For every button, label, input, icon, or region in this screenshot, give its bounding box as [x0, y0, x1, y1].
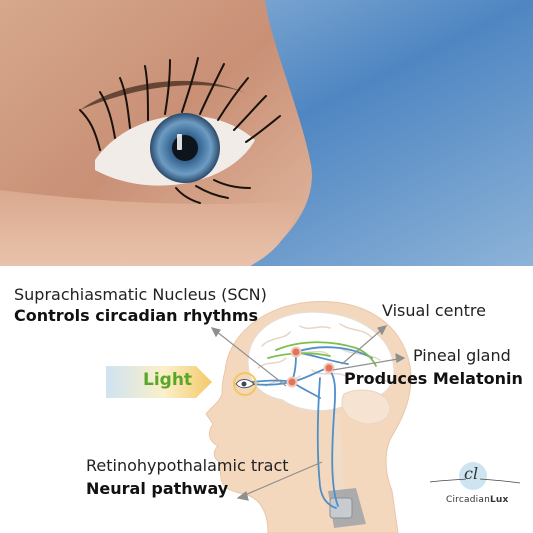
pineal-description: Produces Melatonin — [344, 369, 523, 388]
eyelashes — [79, 57, 281, 204]
pineal-node — [323, 362, 335, 374]
spinal-column — [328, 414, 366, 528]
eye-photo — [0, 0, 533, 266]
logo-circle — [459, 462, 487, 490]
circadianlux-logo — [429, 462, 521, 490]
tract-label: Retinohypothalamic tract — [86, 456, 289, 475]
logo-wordmark: CircadianLux — [446, 495, 509, 505]
light-label: Light — [143, 370, 193, 390]
visual-centre-label: Visual centre — [382, 301, 486, 320]
brand-part-1: Circadian — [446, 495, 490, 505]
scn-node — [290, 346, 302, 358]
eye-reflection — [177, 134, 182, 150]
eye-highlight-ring — [233, 372, 257, 396]
eyebrow-shadow — [80, 80, 250, 110]
scn-label: Suprachiasmatic Nucleus (SCN) — [14, 285, 267, 304]
pineal-label: Pineal gland — [413, 346, 511, 365]
logo-monogram: cl — [464, 464, 479, 483]
chiasm-node — [286, 376, 298, 388]
brain-diagram — [106, 301, 521, 533]
pupil — [172, 135, 198, 161]
cheek — [0, 190, 300, 266]
leader-lines — [210, 325, 406, 501]
brand-part-2: Lux — [489, 495, 509, 505]
light-arrow — [106, 366, 212, 398]
diagram-pupil — [241, 381, 247, 387]
cerebellum — [341, 389, 391, 425]
scn-description: Controls circadian rhythms — [14, 306, 259, 325]
tract-description: Neural pathway — [86, 479, 229, 498]
